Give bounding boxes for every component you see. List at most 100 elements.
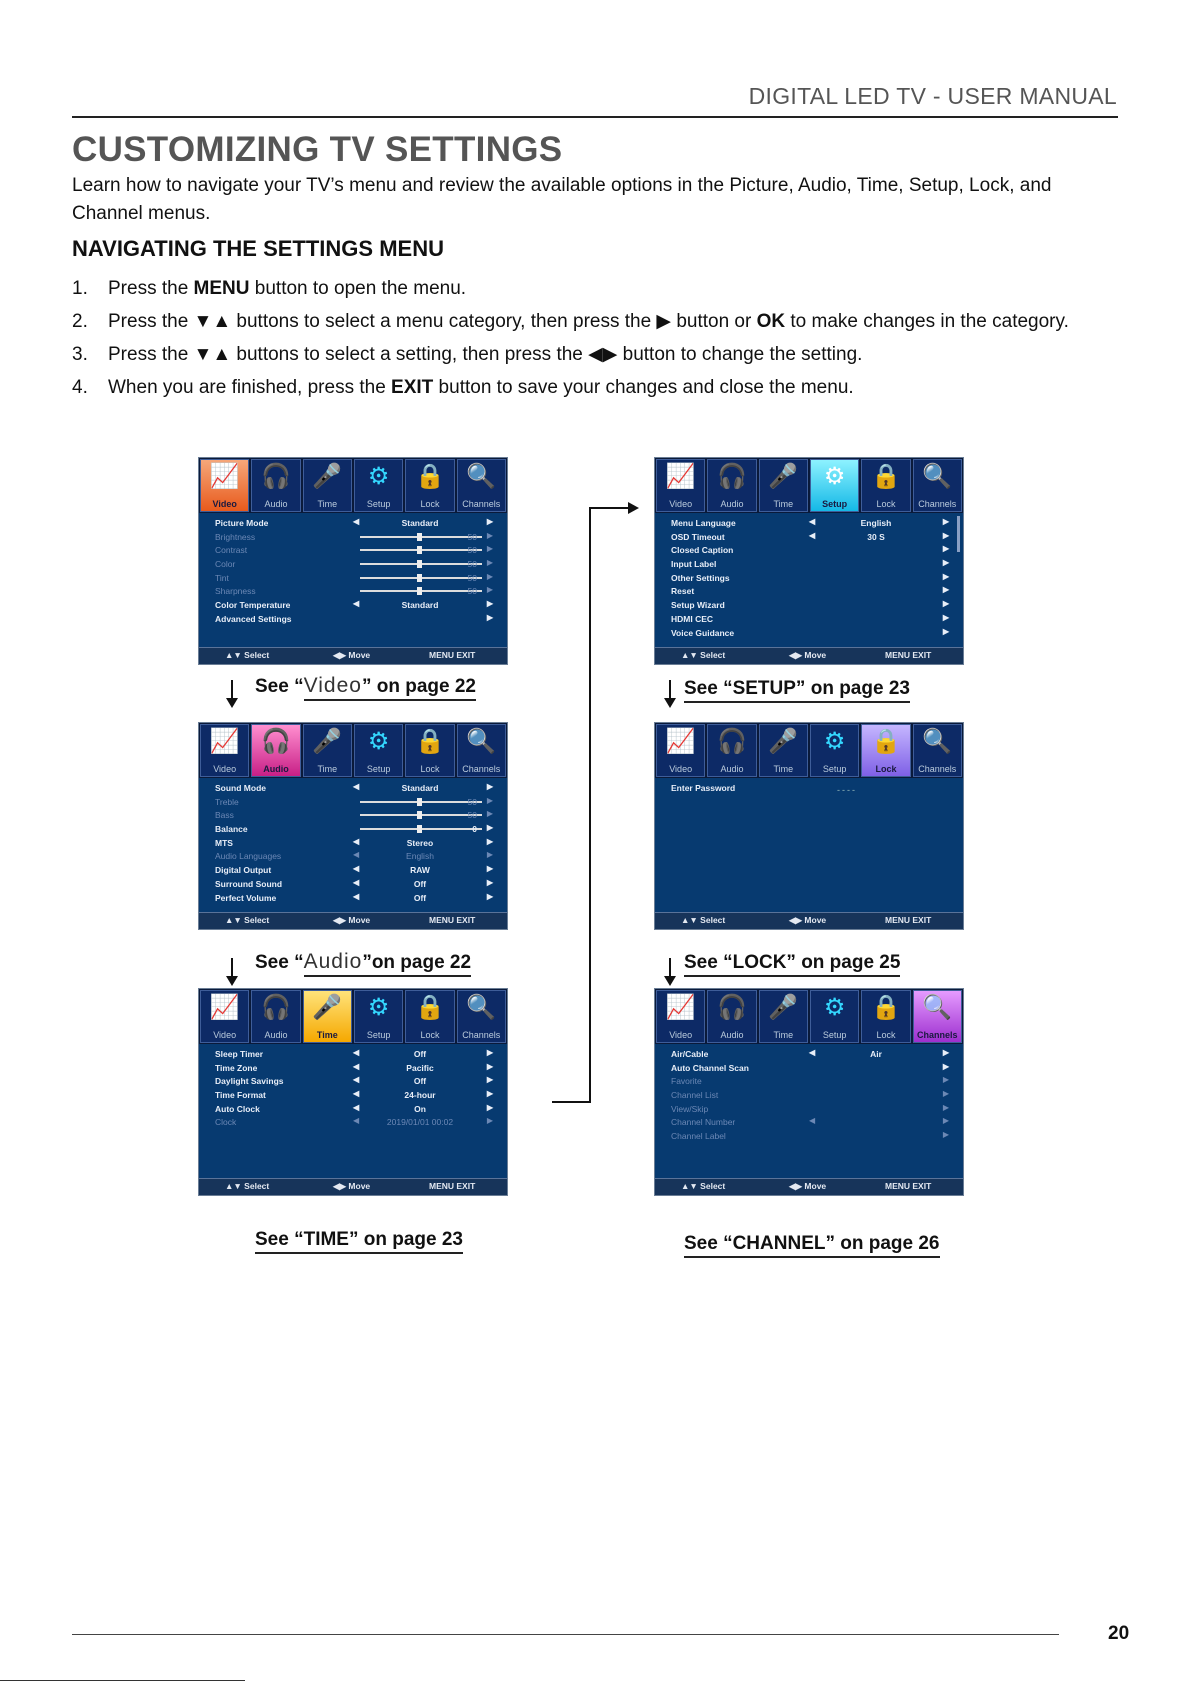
tab-video[interactable]: 📈Video [656,459,706,512]
tab-audio[interactable]: 🎧Audio [707,990,757,1043]
arrow-left-icon[interactable]: ◀ [353,1089,360,1099]
arrow-right-icon[interactable]: ▶ [486,571,493,581]
slider-knob[interactable] [417,532,422,541]
tab-lock[interactable]: 🔒Lock [861,990,911,1043]
scrollbar[interactable] [957,516,960,552]
tab-channels[interactable]: 🔍Channels [456,990,506,1043]
tab-lock[interactable]: 🔒Lock [405,990,455,1043]
arrow-left-icon[interactable]: ◀ [353,850,360,860]
arrow-right-icon[interactable]: ▶ [486,1102,493,1112]
slider-knob[interactable] [417,546,422,555]
tab-video[interactable]: 📈Video [656,724,706,777]
slider-knob[interactable] [417,573,422,582]
tab-video[interactable]: 📈Video [200,459,250,512]
menu-row[interactable]: Channel List▶ [671,1088,949,1102]
slider-knob[interactable] [417,797,422,806]
arrow-right-icon[interactable]: ▶ [486,1116,493,1126]
tab-setup[interactable]: ⚙Setup [809,990,860,1043]
arrow-right-icon[interactable]: ▶ [486,782,493,791]
menu-row[interactable]: Advanced Settings▶ [215,612,493,626]
arrow-left-icon[interactable]: ◀ [353,599,360,609]
arrow-right-icon[interactable]: ▶ [942,599,949,609]
menu-row[interactable]: Sound Mode◀Standard▶ [215,781,493,795]
tab-time[interactable]: 🎤Time [302,990,352,1043]
arrow-left-icon[interactable]: ◀ [353,1116,360,1126]
value-slider[interactable] [360,587,482,596]
arrow-right-icon[interactable]: ▶ [486,850,493,860]
tab-channels[interactable]: 🔍Channels [456,724,506,777]
menu-row[interactable]: Color Temperature◀Standard▶ [215,598,493,612]
arrow-right-icon[interactable]: ▶ [942,585,949,595]
slider-knob[interactable] [417,811,422,820]
tab-channels[interactable]: 🔍Channels [912,459,962,512]
menu-row[interactable]: Channel Label▶ [671,1129,949,1143]
menu-row[interactable]: Favorite▶ [671,1074,949,1088]
menu-row[interactable]: Perfect Volume◀Off▶ [215,891,493,905]
arrow-left-icon[interactable]: ◀ [353,1061,360,1071]
arrow-right-icon[interactable]: ▶ [486,558,493,568]
arrow-right-icon[interactable]: ▶ [486,530,493,540]
arrow-right-icon[interactable]: ▶ [486,823,493,833]
menu-row[interactable]: Setup Wizard▶ [671,598,949,612]
menu-row[interactable]: Picture Mode◀Standard▶ [215,516,493,530]
arrow-right-icon[interactable]: ▶ [486,1075,493,1085]
tab-setup[interactable]: ⚙Setup [809,459,860,512]
tab-audio[interactable]: 🎧Audio [707,724,757,777]
menu-row[interactable]: Other Settings▶ [671,571,949,585]
arrow-right-icon[interactable]: ▶ [486,585,493,595]
arrow-right-icon[interactable]: ▶ [942,530,949,540]
arrow-right-icon[interactable]: ▶ [486,612,493,622]
menu-row[interactable]: Input Label▶ [671,557,949,571]
arrow-right-icon[interactable]: ▶ [942,571,949,581]
arrow-right-icon[interactable]: ▶ [486,891,493,901]
arrow-left-icon[interactable]: ◀ [353,517,360,526]
value-slider[interactable] [360,546,482,555]
arrow-right-icon[interactable]: ▶ [486,1048,493,1057]
menu-row[interactable]: Time Format◀24-hour▶ [215,1088,493,1102]
tab-audio[interactable]: 🎧Audio [251,459,301,512]
arrow-right-icon[interactable]: ▶ [486,877,493,887]
menu-row[interactable]: MTS◀Stereo▶ [215,836,493,850]
menu-row[interactable]: HDMI CEC▶ [671,612,949,626]
arrow-left-icon[interactable]: ◀ [353,1075,360,1085]
menu-row[interactable]: Channel Number◀▶ [671,1115,949,1129]
menu-row[interactable]: Air/Cable◀Air▶ [671,1047,949,1061]
arrow-left-icon[interactable]: ◀ [809,1116,816,1126]
arrow-right-icon[interactable]: ▶ [942,1089,949,1099]
arrow-right-icon[interactable]: ▶ [942,1048,949,1057]
tab-channels[interactable]: 🔍Channels [912,724,962,777]
menu-row[interactable]: Menu Language◀English▶ [671,516,949,530]
arrow-left-icon[interactable]: ◀ [809,1048,816,1057]
value-slider[interactable] [360,811,482,820]
menu-row[interactable]: Audio Languages◀English▶ [215,849,493,863]
value-slider[interactable] [360,573,482,582]
arrow-right-icon[interactable]: ▶ [486,864,493,874]
arrow-right-icon[interactable]: ▶ [486,517,493,526]
menu-row[interactable]: Clock◀2019/01/01 00:02▶ [215,1115,493,1129]
menu-row[interactable]: Voice Guidance▶ [671,626,949,640]
arrow-right-icon[interactable]: ▶ [486,795,493,805]
arrow-left-icon[interactable]: ◀ [353,877,360,887]
arrow-right-icon[interactable]: ▶ [942,1102,949,1112]
tab-lock[interactable]: 🔒Lock [861,459,911,512]
tab-video[interactable]: 📈Video [656,990,706,1043]
arrow-right-icon[interactable]: ▶ [942,1075,949,1085]
tab-setup[interactable]: ⚙Setup [809,724,860,777]
tab-audio[interactable]: 🎧Audio [251,724,301,777]
arrow-right-icon[interactable]: ▶ [942,612,949,622]
arrow-right-icon[interactable]: ▶ [942,1061,949,1071]
tab-video[interactable]: 📈Video [200,990,250,1043]
slider-knob[interactable] [417,587,422,596]
menu-row[interactable]: Digital Output◀RAW▶ [215,863,493,877]
arrow-right-icon[interactable]: ▶ [486,1061,493,1071]
tab-time[interactable]: 🎤Time [302,459,352,512]
arrow-right-icon[interactable]: ▶ [942,1130,949,1140]
arrow-right-icon[interactable]: ▶ [486,809,493,819]
